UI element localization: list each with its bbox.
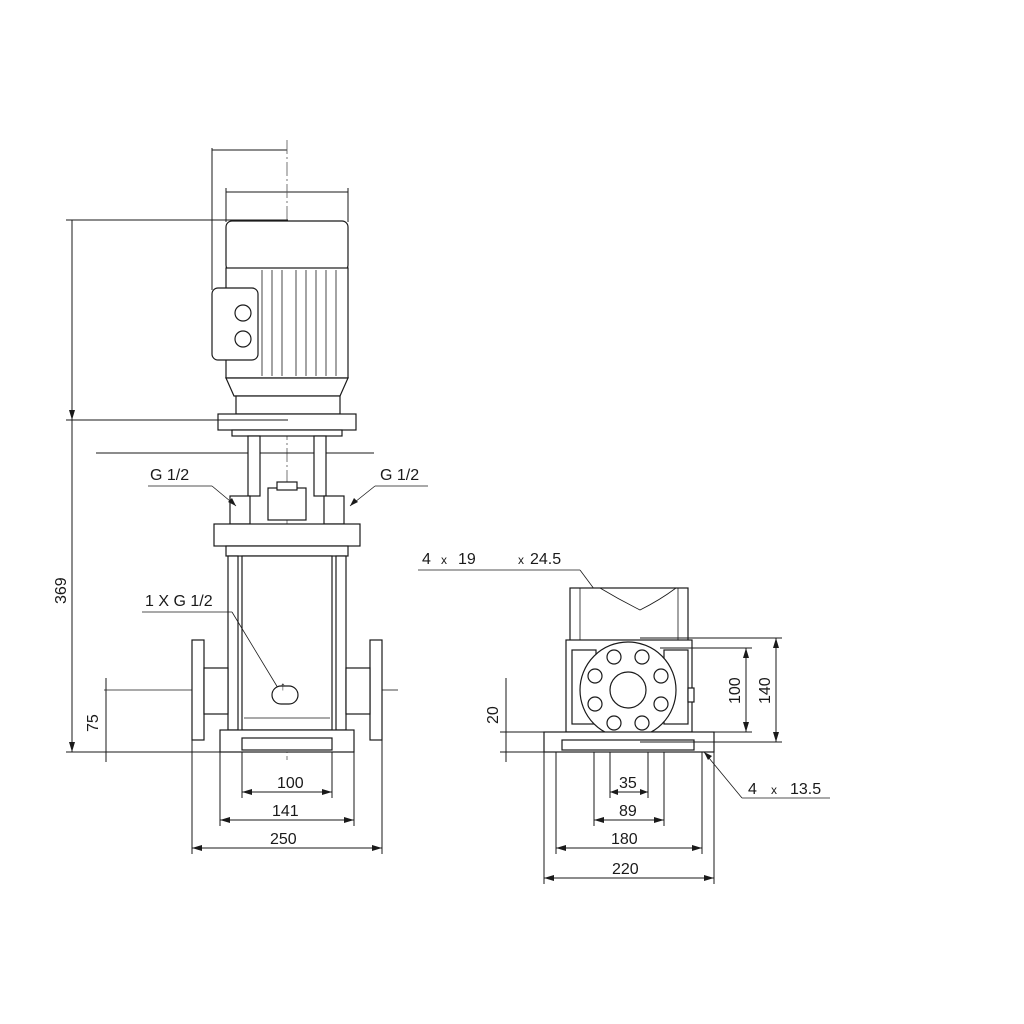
flange-pcd: 24.5 [530, 551, 561, 568]
side-view: 4 x 19 x 24.5 [418, 551, 830, 884]
front-view: G 1/2 G 1/2 1 X G 1/2 ↑ [53, 140, 428, 854]
flange-holes-x: x [441, 553, 447, 567]
width-89-dim: 89 [619, 803, 637, 820]
motor [211, 220, 349, 415]
outlet-flange [345, 639, 398, 741]
pump-head [213, 523, 361, 557]
base-hole-dia: 13.5 [790, 781, 821, 798]
inlet-flange [104, 639, 229, 741]
flange-hole-dia: 19 [458, 551, 476, 568]
front-base [219, 729, 355, 753]
width-flanges-dim: 250 [270, 831, 297, 848]
width-180-dim: 180 [611, 831, 638, 848]
port-right-label: G 1/2 [380, 467, 419, 484]
flange-hole-x2: x [518, 553, 524, 567]
side-flange [579, 641, 677, 739]
flange-height-inner-dim: 100 [727, 677, 744, 704]
width-base-bolt-dim: 100 [277, 775, 304, 792]
width-base-dim: 141 [272, 803, 299, 820]
height-inlet-dim: 75 [85, 714, 102, 732]
height-overall-dim: 369 [53, 577, 70, 604]
width-220-dim: 220 [612, 861, 639, 878]
drain-arrow-icon: ↑ [280, 679, 286, 693]
flange-height-outer-dim: 140 [757, 677, 774, 704]
drain-port-label: 1 X G 1/2 [145, 593, 213, 610]
flange-holes-count: 4 [422, 551, 431, 568]
base-holes-count: 4 [748, 781, 757, 798]
pump-sleeve [227, 555, 347, 731]
port-left-label: G 1/2 [150, 467, 189, 484]
base-holes-x: x [771, 783, 777, 797]
width-35-dim: 35 [619, 775, 637, 792]
motor-stool [96, 413, 374, 525]
height-base-dim: 20 [485, 706, 502, 724]
